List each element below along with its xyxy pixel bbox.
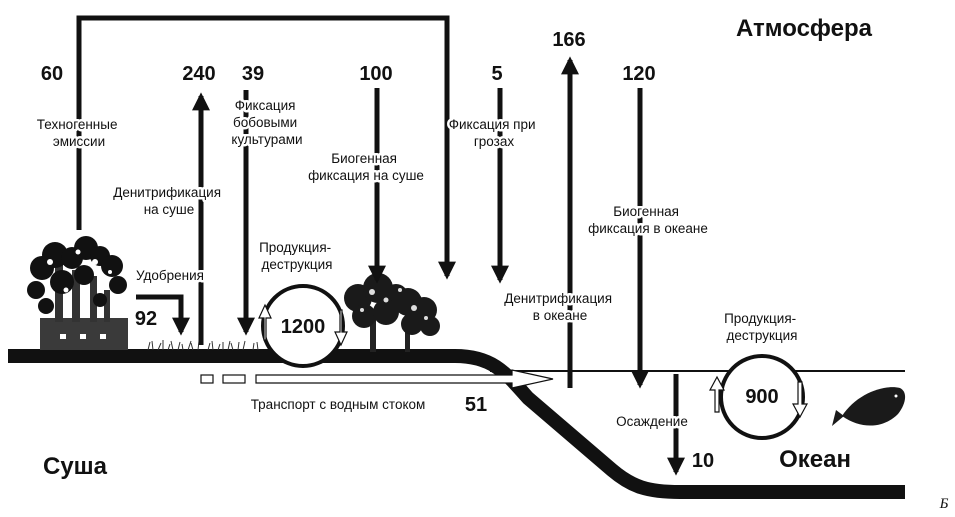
- fertilizers-label: Удобрения: [136, 268, 204, 283]
- runoff-arrow: [200, 369, 554, 389]
- lightning-fixation-value: 5: [491, 63, 502, 85]
- factory-icon: [27, 236, 128, 350]
- runoff-value: 51: [465, 394, 487, 416]
- ocean-cycle: [708, 354, 809, 440]
- trees-icon: [344, 273, 440, 352]
- corner-mark: Б: [939, 496, 949, 512]
- tech-emissions-value: 60: [41, 63, 63, 85]
- land-biofixation-value: 100: [359, 63, 392, 85]
- legume-fixation-label: Фиксация бобовыми культурами: [231, 98, 302, 147]
- land-cycle-label: Продукция- деструкция: [259, 240, 335, 272]
- lightning-fixation-label: Фиксация при грозах: [449, 117, 540, 149]
- sedimentation-label: Осаждение: [616, 414, 688, 429]
- land-biofixation-label: Биогенная фиксация на суше: [308, 151, 424, 183]
- land-label: Суша: [43, 453, 108, 480]
- ocean-label: Океан: [779, 446, 851, 473]
- land-cycle-value: 1200: [281, 316, 326, 338]
- runoff-label: Транспорт с водным стоком: [251, 397, 426, 412]
- ocean-cycle-label: Продукция- деструкция: [724, 311, 800, 343]
- ocean-biofixation-label: Биогенная фиксация в океане: [588, 204, 708, 236]
- land-denitrification-value: 240: [182, 63, 215, 85]
- land-surface: [8, 349, 905, 499]
- atmosphere-label: Атмосфера: [736, 15, 873, 42]
- tech-emissions-arrow: [76, 15, 456, 280]
- land-denitrification-label: Денитрификация на суше: [113, 185, 225, 217]
- sedimentation-value: 10: [692, 450, 714, 472]
- fertilizers-arrow: [136, 294, 190, 336]
- ocean-cycle-value: 900: [745, 386, 778, 408]
- legume-fixation-value: 39: [242, 63, 264, 85]
- fertilizers-value: 92: [135, 308, 157, 330]
- ocean-biofixation-value: 120: [622, 63, 655, 85]
- land-cycle: [258, 284, 348, 368]
- grass-field: [147, 340, 259, 351]
- ocean-denitrification-value: 166: [552, 29, 585, 51]
- ocean-denitrification-label: Денитрификация в океане: [504, 291, 616, 323]
- tech-emissions-label: Техногенные эмиссии: [37, 117, 121, 149]
- fish-icon: [832, 387, 906, 426]
